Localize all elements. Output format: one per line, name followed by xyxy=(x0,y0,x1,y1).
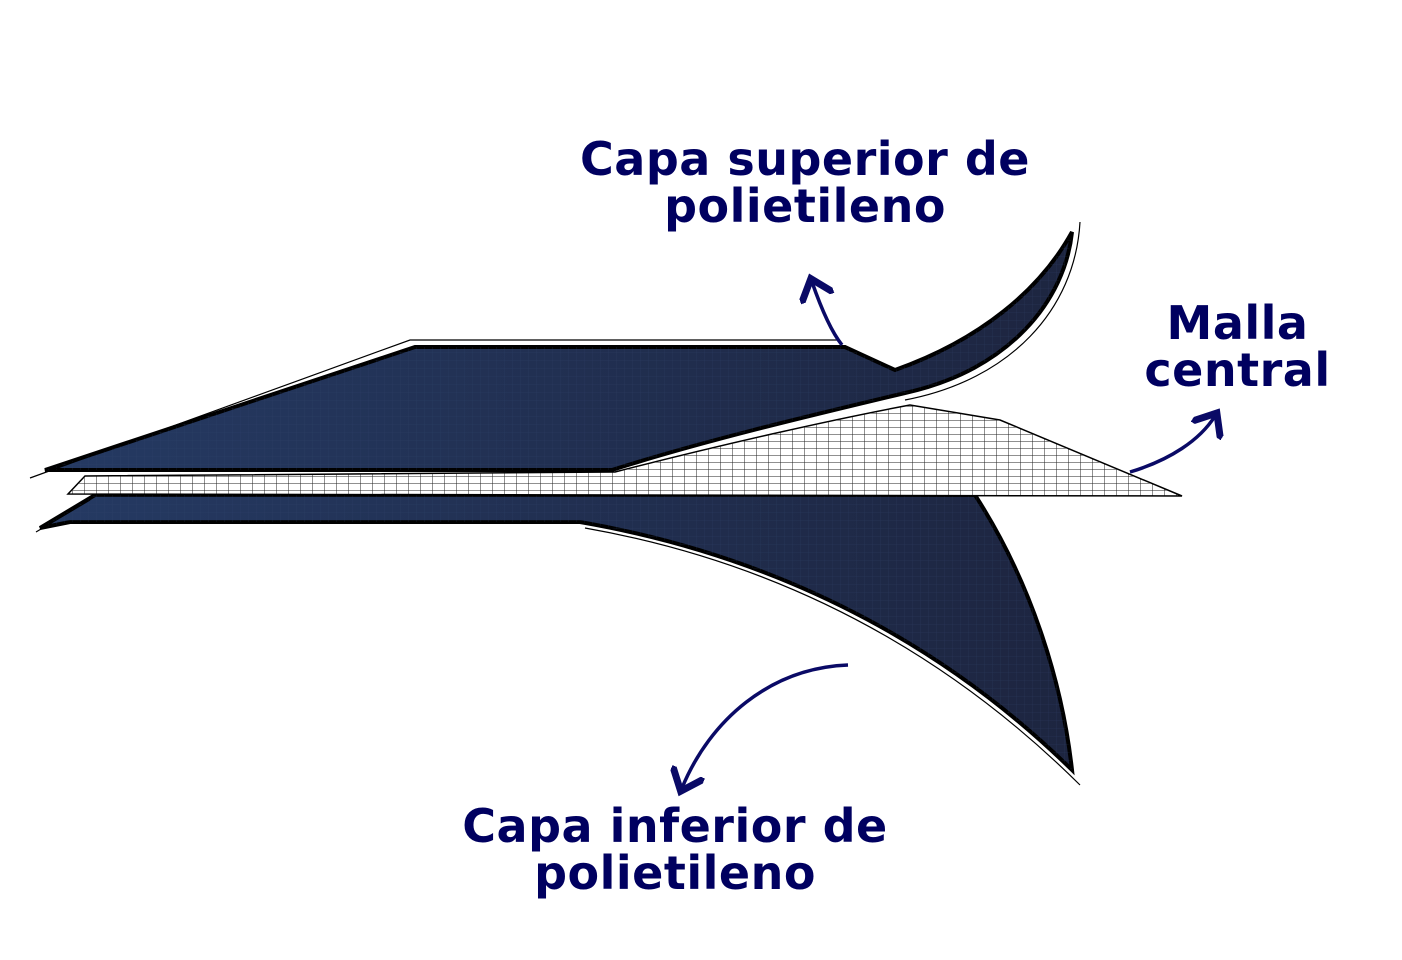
label-top-layer-line1: Capa superior de xyxy=(580,132,1030,186)
arrow-mesh xyxy=(1129,416,1215,474)
label-bottom-layer-line2: polietileno xyxy=(534,846,816,900)
label-top-layer-line2: polietileno xyxy=(664,179,946,233)
central-mesh-layer xyxy=(66,404,1183,497)
top-polyethylene-layer xyxy=(29,221,1081,479)
bottom-polyethylene-layer xyxy=(35,493,1081,786)
label-mesh-line2: central xyxy=(1144,343,1331,397)
arrow-top-layer xyxy=(812,282,844,347)
label-bottom-layer: Capa inferior de polietileno xyxy=(430,803,920,897)
label-top-layer: Capa superior de polietileno xyxy=(560,136,1050,230)
label-mesh: Malla central xyxy=(1130,300,1345,394)
label-bottom-layer-line1: Capa inferior de xyxy=(462,799,888,853)
label-mesh-line1: Malla xyxy=(1166,296,1309,350)
arrow-bottom-layer xyxy=(682,663,849,788)
